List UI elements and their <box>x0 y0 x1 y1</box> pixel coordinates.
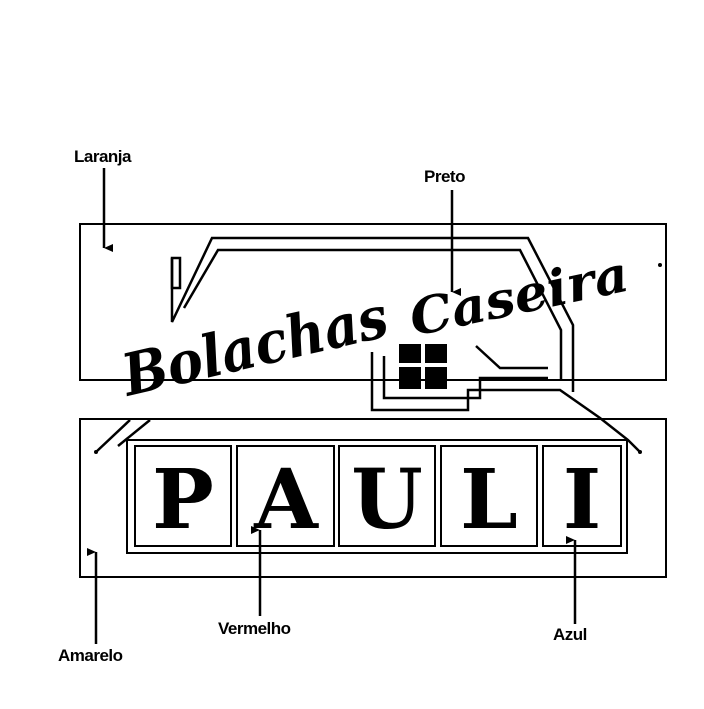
letter-a: A <box>253 452 319 548</box>
label-laranja: Laranja <box>74 147 132 166</box>
letter-tile-i <box>542 445 622 547</box>
label-vermelho: Vermelho <box>218 619 291 638</box>
dot-top-right <box>658 263 662 267</box>
letter-tile-l <box>440 445 538 547</box>
bottom-panel <box>79 418 667 578</box>
dot-right <box>638 450 642 454</box>
letter-tile-u <box>338 445 436 547</box>
arrows <box>87 168 577 644</box>
letter-l: L <box>460 452 518 548</box>
letter-p: P <box>152 452 214 548</box>
house-outline <box>95 236 641 453</box>
letter-tile-p <box>134 445 232 547</box>
dot-left <box>94 450 98 454</box>
script-caseira: Caseira <box>404 244 633 348</box>
letter-tiles: P A U L I <box>134 445 622 548</box>
letters-frame <box>126 439 628 554</box>
script-bolachas: Bolachas <box>114 283 394 410</box>
label-amarelo: Amarelo <box>58 646 123 665</box>
label-preto: Preto <box>424 167 465 186</box>
letter-i: I <box>563 452 601 548</box>
letter-tile-a <box>236 445 335 547</box>
window <box>399 344 447 389</box>
label-azul: Azul <box>553 625 587 644</box>
letter-u: U <box>351 452 423 548</box>
chimney <box>170 256 182 290</box>
